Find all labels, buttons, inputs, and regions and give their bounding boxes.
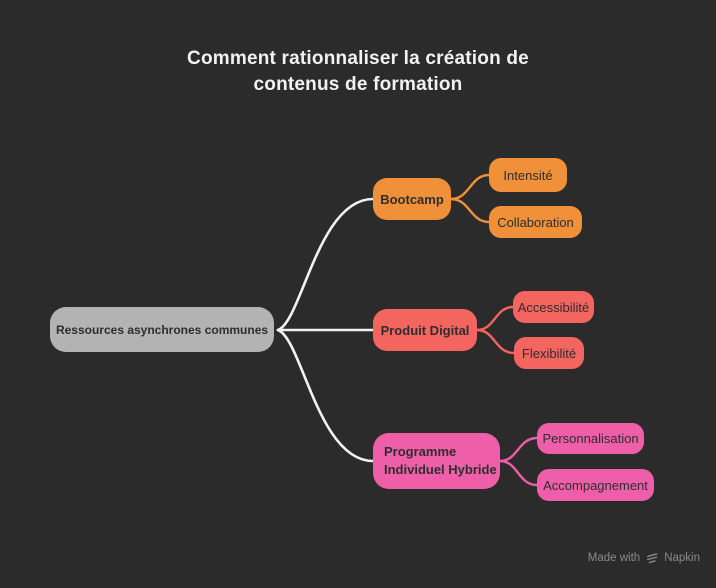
napkin-credit[interactable]: Made with Napkin	[588, 551, 700, 565]
node-bootcamp[interactable]: Bootcamp	[373, 178, 451, 220]
made-with-text: Made with	[587, 552, 641, 564]
link-bootcamp-collaboration	[449, 197, 491, 224]
node-produit-digital[interactable]: Produit Digital	[373, 309, 477, 351]
napkin-brand-text: Napkin	[664, 552, 700, 564]
napkin-logo-icon	[647, 553, 658, 564]
node-root[interactable]: Ressources asynchrones communes	[50, 307, 274, 352]
node-flexibilite[interactable]: Flexibilité	[514, 337, 584, 369]
node-programme-individuel-hybride[interactable]: Programme Individuel Hybride	[373, 433, 500, 489]
node-personnalisation[interactable]: Personnalisation	[537, 423, 644, 454]
link-produit-flexibilite	[475, 328, 516, 355]
link-produit-accessibilite	[475, 305, 515, 332]
link-programme-accompagnement	[498, 459, 539, 487]
link-programme-personnalisation	[498, 436, 539, 463]
node-intensite[interactable]: Intensité	[489, 158, 567, 192]
node-accessibilite[interactable]: Accessibilité	[513, 291, 594, 323]
node-collaboration[interactable]: Collaboration	[489, 206, 582, 238]
diagram-title: Comment rationnaliser la création de con…	[187, 48, 529, 95]
node-accompagnement[interactable]: Accompagnement	[537, 469, 654, 501]
link-bootcamp-intensite	[449, 173, 491, 201]
link-root-bootcamp	[276, 197, 375, 332]
link-root-programme	[276, 328, 375, 463]
